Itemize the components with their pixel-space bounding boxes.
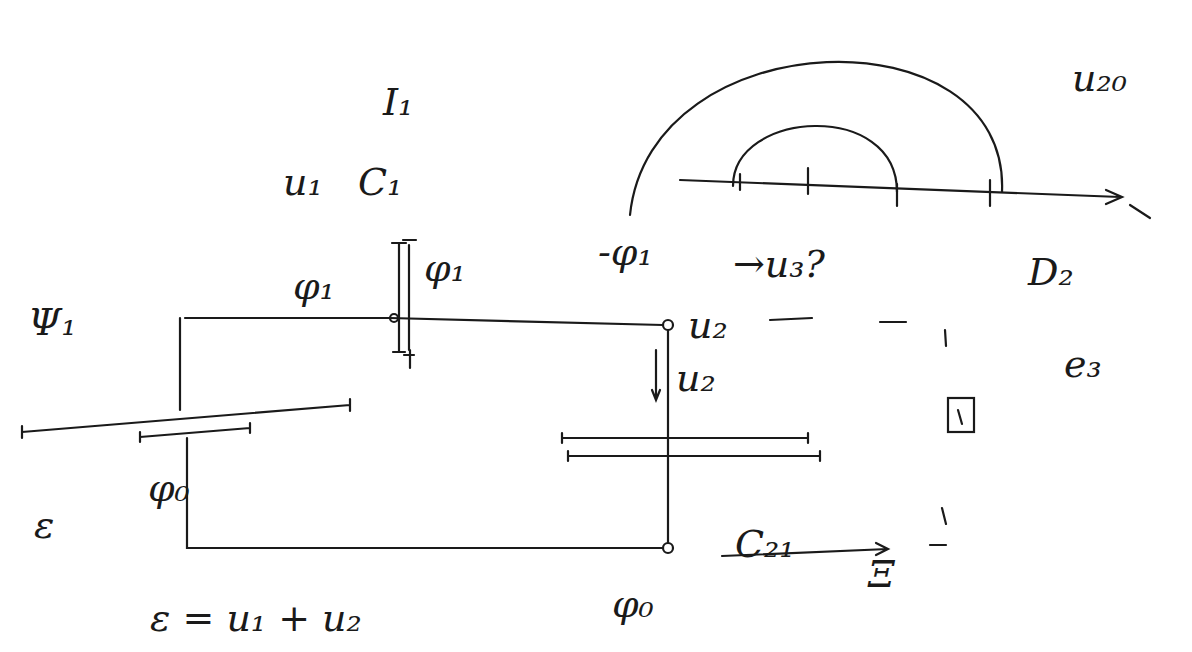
math-label: φ₁ (293, 266, 335, 308)
math-label: C₂₁ (735, 524, 795, 566)
joint-dot (663, 543, 673, 553)
math-label: e₃ (1064, 344, 1102, 386)
math-label: →u₃? (733, 244, 825, 286)
math-label: I₁ (383, 82, 413, 124)
dash-marks (930, 508, 946, 545)
shaft-line (187, 438, 663, 548)
span-arc (630, 62, 1002, 215)
symbol-box (948, 398, 974, 432)
disk-plate (562, 433, 808, 443)
disk-plate (568, 451, 820, 461)
arrow-mark (652, 350, 660, 400)
math-label: u₂ (688, 305, 728, 347)
span-arc (733, 126, 897, 192)
math-label: Ξ (868, 554, 895, 596)
math-label: u₂ (676, 358, 716, 400)
disk-plate (140, 423, 250, 442)
axis-ticks (740, 168, 990, 206)
math-label: φ₀ (148, 468, 190, 510)
math-label: Ψ₁ (28, 302, 77, 344)
math-label: D₂ (1028, 252, 1074, 294)
math-label: -φ₁ (598, 232, 653, 274)
coupling-plates (392, 240, 416, 368)
axis-line (680, 180, 1122, 204)
math-label: u₂₀ (1072, 58, 1127, 100)
shaft-line (185, 318, 663, 325)
math-label: φ₀ (612, 584, 654, 626)
math-label: ε (34, 505, 54, 547)
dash-marks (770, 318, 946, 346)
shaft-line (667, 330, 669, 543)
math-label: u₁ (283, 162, 323, 204)
math-label: C₁ (358, 162, 402, 204)
dash-marks (1130, 205, 1150, 218)
shaft-line (179, 318, 181, 410)
joint-dot (663, 320, 673, 330)
joint-dot (390, 314, 398, 322)
math-label: ε = u₁ + u₂ (150, 598, 362, 640)
math-label: φ₁ (424, 248, 466, 290)
dash-marks (958, 410, 962, 424)
